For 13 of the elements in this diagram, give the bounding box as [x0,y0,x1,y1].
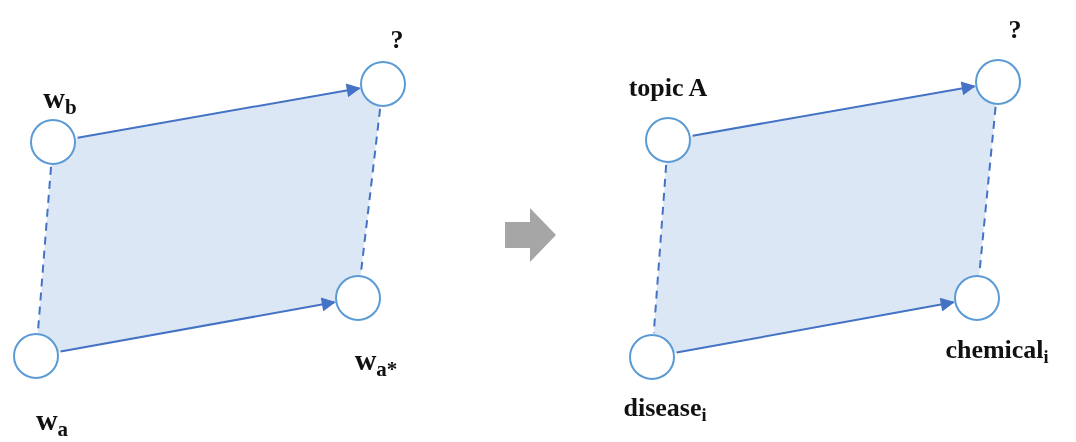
dashed-line [652,163,668,335]
node-label: w$_{a}$ [35,402,69,442]
arrow [691,81,976,137]
node-label: disease$_{i}$ [623,394,707,426]
arrow [76,83,361,139]
node-label: topic A [628,73,708,103]
node-label: ? [390,25,404,55]
arrow [675,297,955,354]
node-label: chemical$_{i}$ [945,336,1049,368]
node-label: ? [1008,15,1022,45]
arrow [59,297,336,353]
node-label: w$_{b}$ [43,80,77,120]
node-label: w$_{a*}$ [354,342,398,382]
